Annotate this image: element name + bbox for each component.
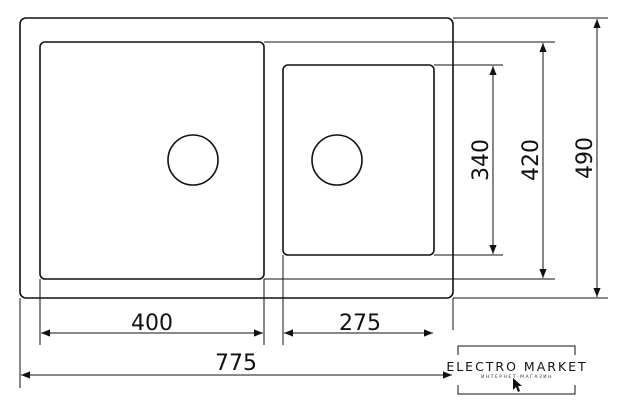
svg-text:ELECTRO MARKET: ELECTRO MARKET: [446, 359, 587, 374]
cursor-icon: [513, 378, 522, 392]
extension-lines: [19, 17, 608, 388]
dim-label-340: 340: [469, 139, 494, 181]
right-bowl: [282, 64, 435, 256]
electro-market-logo: ELECTRO MARKET ИНТЕРНЕТ-МАГАЗИН: [446, 345, 587, 395]
right-drain: [311, 134, 363, 186]
left-drain: [167, 134, 219, 186]
dim-label-400: 400: [131, 311, 173, 336]
dim-label-420: 420: [519, 139, 544, 181]
sink-outline: [19, 17, 454, 299]
svg-text:ИНТЕРНЕТ-МАГАЗИН: ИНТЕРНЕТ-МАГАЗИН: [481, 374, 553, 380]
left-bowl: [39, 41, 265, 280]
dim-label-775: 775: [215, 351, 257, 376]
dim-label-490: 490: [573, 137, 598, 179]
dim-label-275: 275: [339, 311, 381, 336]
